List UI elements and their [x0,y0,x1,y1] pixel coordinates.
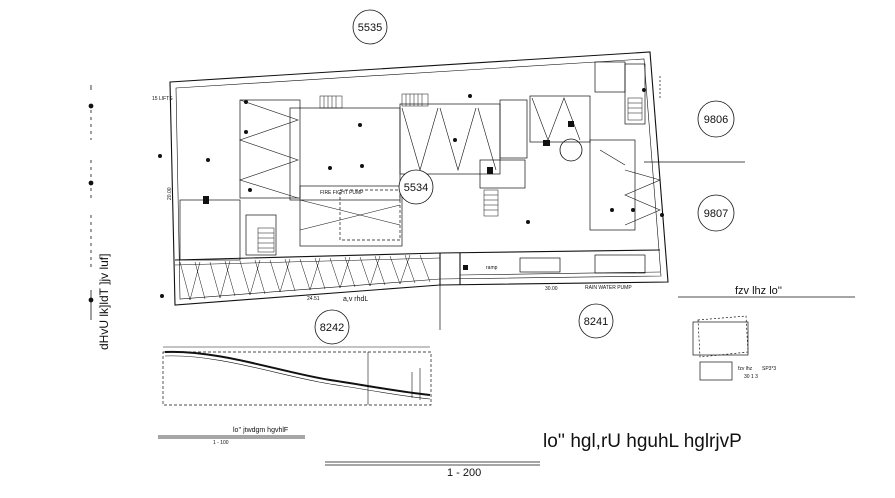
callout-8241: 8241 [578,303,614,339]
callout-5534: 5534 [398,169,434,205]
extension-lines [439,76,855,330]
callout-9807-label: 9807 [704,208,728,220]
side-title: dHvU lk]ldT ]jv luf] [97,254,111,350]
fire-pump-note: FIRE FIGHT PUMP [320,190,364,196]
key-plan [692,315,749,381]
callout-5535-label: 5535 [358,22,382,34]
main-scale: 1 - 200 [447,467,481,479]
callout-5535: 5535 [352,9,388,45]
lifts-note: 15 LIFTS [152,96,173,102]
key-note-a: fzv lhz [738,366,753,372]
callout-9806: 9806 [697,100,735,138]
left-reference-line [88,85,94,320]
main-title: lo'' hgl,rU hguhL hglrjvP [543,431,742,452]
level-note: a,v rhdL [343,296,368,303]
stairs [257,93,643,253]
section-scale: 1 - 100 [213,440,229,446]
dim-c: 30.00 [545,286,558,292]
section-drawing [162,346,432,406]
parking-hatch [239,97,661,231]
inner-rooms [179,61,646,274]
fountain-circle [559,138,583,162]
key-note-b: SP3*3 [762,366,776,372]
main-title-underline [325,461,540,466]
section-title-underline [158,435,305,439]
callout-8242: 8242 [314,309,350,345]
dim-b: 20.00 [167,187,173,200]
rain-pump-note: RAIN WATER PUMP [585,285,632,291]
ramp-note: ramp [486,265,498,271]
callout-8241-label: 8241 [584,316,608,328]
callout-9806-label: 9806 [704,114,728,126]
callout-8242-label: 8242 [320,322,344,334]
section-title: lo'' jtwdgm hgvhlF [233,427,288,434]
ramp-hatch [179,254,431,301]
callout-5534-label: 5534 [404,182,428,194]
key-plan-title: fzv lhz lo'' [735,285,782,297]
dim-a: 24.51 [307,296,320,302]
building-outline [169,51,669,306]
callout-9807: 9807 [697,194,735,232]
column-markers [158,88,664,298]
key-note-c: 30 1 3 [744,374,758,380]
